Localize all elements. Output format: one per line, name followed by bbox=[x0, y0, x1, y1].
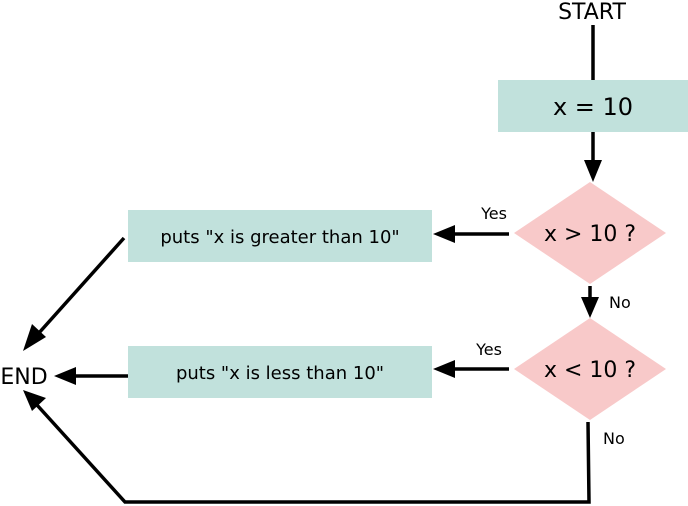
end-label: END bbox=[0, 365, 47, 390]
decision-less-label: x < 10 ? bbox=[544, 358, 636, 383]
edge-no-less-to-end bbox=[23, 390, 591, 504]
no-label-less: No bbox=[603, 429, 625, 448]
edge-no-greater bbox=[581, 286, 599, 318]
edge-greater-to-end bbox=[23, 236, 126, 351]
edge-yes-less bbox=[433, 360, 509, 378]
action-greater-box bbox=[128, 210, 432, 262]
action-less-box bbox=[128, 346, 432, 398]
assign-box bbox=[498, 80, 688, 132]
assign-label: x = 10 bbox=[553, 93, 633, 121]
yes-label-greater: Yes bbox=[480, 204, 507, 223]
decision-less-diamond bbox=[514, 318, 666, 420]
decision-greater-diamond bbox=[514, 182, 666, 284]
edge-assign-to-decision-greater bbox=[584, 132, 602, 182]
yes-label-less: Yes bbox=[475, 340, 502, 359]
decision-greater-label: x > 10 ? bbox=[544, 222, 636, 247]
no-label-greater: No bbox=[609, 293, 631, 312]
action-greater-label: puts "x is greater than 10" bbox=[160, 227, 399, 248]
action-less-label: puts "x is less than 10" bbox=[176, 363, 384, 384]
edge-less-to-end bbox=[54, 367, 128, 385]
start-label: START bbox=[558, 0, 626, 25]
edge-yes-greater bbox=[433, 225, 509, 243]
